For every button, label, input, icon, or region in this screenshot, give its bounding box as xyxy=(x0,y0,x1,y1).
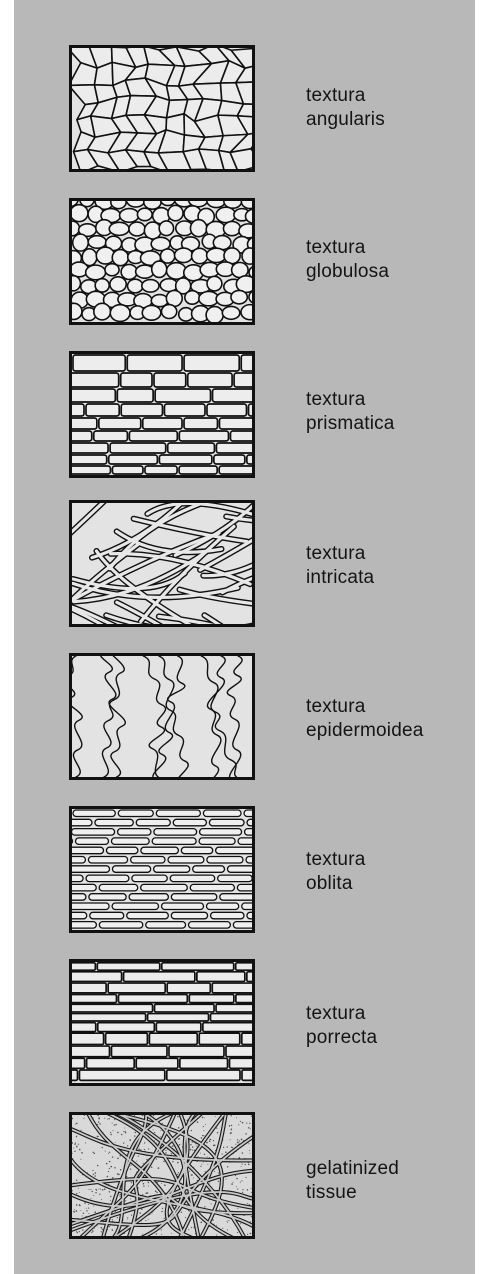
textura-porrecta-illustration xyxy=(69,959,255,1086)
label-line-2: globulosa xyxy=(306,260,476,284)
textura-angularis-illustration xyxy=(69,45,255,172)
textura-oblita-label: textura oblita xyxy=(306,848,476,896)
label-line-2: tissue xyxy=(306,1181,476,1205)
label-line-1: textura xyxy=(306,695,476,719)
label-line-1: textura xyxy=(306,848,476,872)
textura-angularis-label: textura angularis xyxy=(306,84,476,132)
figure-plate: textura angularis textura globulosa text… xyxy=(14,0,475,1274)
textura-globulosa-label: textura globulosa xyxy=(306,236,476,284)
textura-oblita-illustration xyxy=(69,806,255,933)
textura-porrecta-label: textura porrecta xyxy=(306,1002,476,1050)
textura-globulosa-illustration xyxy=(69,198,255,325)
label-line-1: textura xyxy=(306,1002,476,1026)
textura-epidermoidea-label: textura epidermoidea xyxy=(306,695,476,743)
label-line-2: angularis xyxy=(306,108,476,132)
label-line-1: textura xyxy=(306,236,476,260)
label-line-2: porrecta xyxy=(306,1026,476,1050)
textura-intricata-label: textura intricata xyxy=(306,542,476,590)
gelatinized-tissue-label: gelatinized tissue xyxy=(306,1157,476,1205)
label-line-2: oblita xyxy=(306,872,476,896)
label-line-2: epidermoidea xyxy=(306,719,476,743)
textura-prismatica-illustration xyxy=(69,351,255,478)
textura-prismatica-label: textura prismatica xyxy=(306,388,476,436)
label-line-1: textura xyxy=(306,84,476,108)
label-line-1: textura xyxy=(306,542,476,566)
label-line-2: prismatica xyxy=(306,412,476,436)
label-line-2: intricata xyxy=(306,566,476,590)
gelatinized-tissue-illustration xyxy=(69,1112,255,1239)
label-line-1: gelatinized xyxy=(306,1157,476,1181)
textura-intricata-illustration xyxy=(69,500,255,627)
label-line-1: textura xyxy=(306,388,476,412)
textura-epidermoidea-illustration xyxy=(69,653,255,780)
